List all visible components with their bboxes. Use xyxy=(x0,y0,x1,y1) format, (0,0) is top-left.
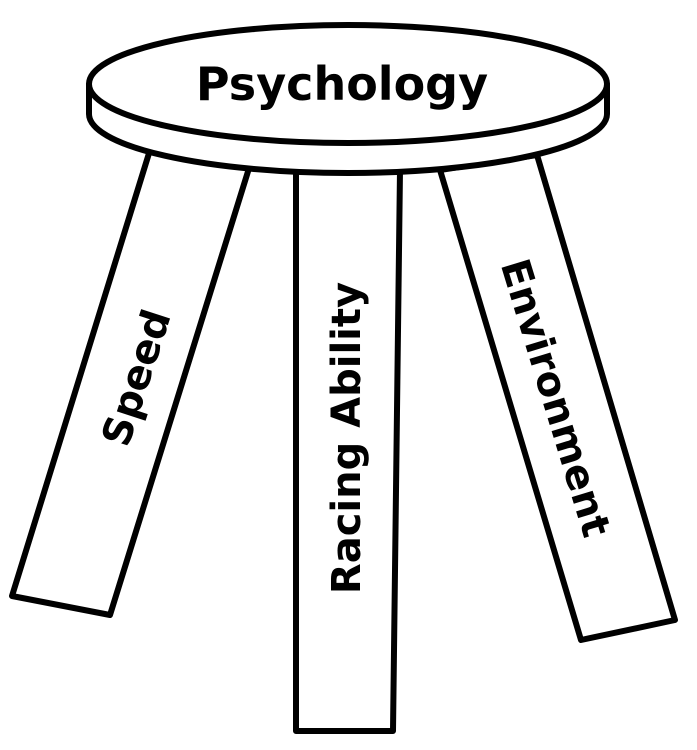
seat-top xyxy=(86,22,610,146)
center-leg-label: Racing Ability xyxy=(324,282,370,594)
seat-label: Psychology xyxy=(196,57,488,111)
